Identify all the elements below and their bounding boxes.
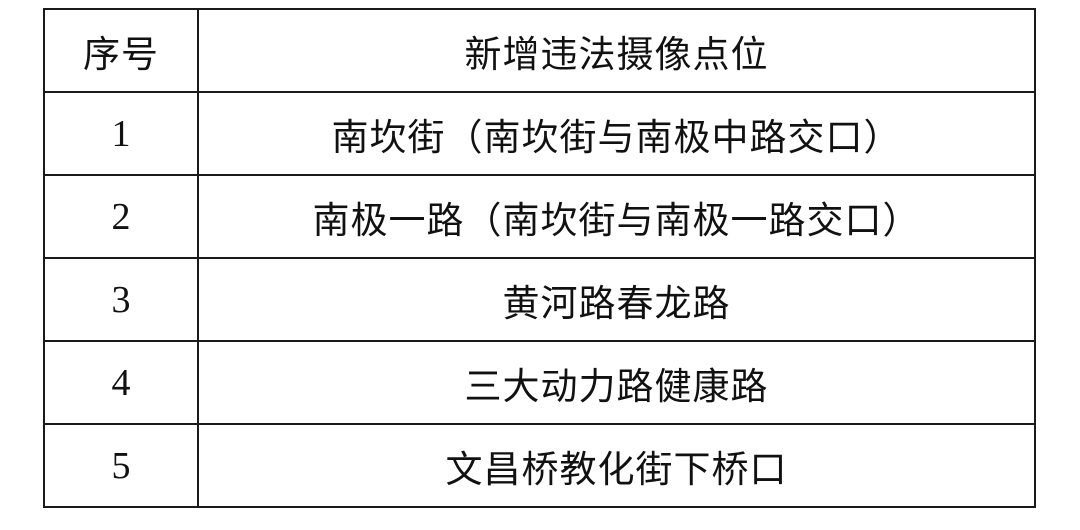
row-index: 5 [43, 423, 199, 508]
table-row: 5 文昌桥教化街下桥口 [43, 423, 1036, 508]
row-location: 南极一路（南坎街与南极一路交口） [197, 174, 1036, 259]
row-index: 2 [43, 174, 199, 259]
header-location: 新增违法摄像点位 [197, 8, 1036, 93]
header-index: 序号 [43, 8, 199, 93]
table-row: 3 黄河路春龙路 [43, 257, 1036, 342]
row-index: 3 [43, 257, 199, 342]
row-index: 1 [43, 91, 199, 176]
table-row: 4 三大动力路健康路 [43, 340, 1036, 425]
camera-locations-table: 序号 新增违法摄像点位 1 南坎街（南坎街与南极中路交口） 2 南极一路（南坎街… [43, 8, 1036, 508]
row-index: 4 [43, 340, 199, 425]
row-location: 黄河路春龙路 [197, 257, 1036, 342]
table-header-row: 序号 新增违法摄像点位 [43, 8, 1036, 93]
table-row: 1 南坎街（南坎街与南极中路交口） [43, 91, 1036, 176]
table-row: 2 南极一路（南坎街与南极一路交口） [43, 174, 1036, 259]
row-location: 三大动力路健康路 [197, 340, 1036, 425]
row-location: 南坎街（南坎街与南极中路交口） [197, 91, 1036, 176]
row-location: 文昌桥教化街下桥口 [197, 423, 1036, 508]
